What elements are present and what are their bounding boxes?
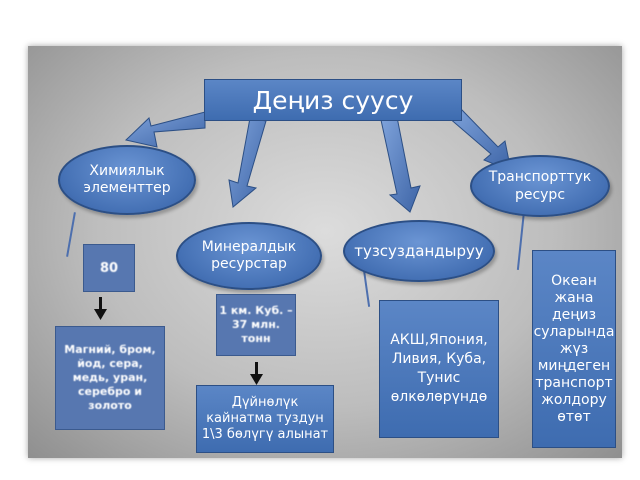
elements-list-box: Магний, бром, йод, сера, медь, уран, сер…: [55, 326, 165, 430]
transport-resource-oval: Транспорттук ресурс: [470, 155, 610, 217]
volume-box: 1 км. Куб. – 37 млн. тонн: [216, 294, 296, 356]
title-box: Деңиз суусу: [204, 79, 462, 121]
countries-box: АКШ,Япония, Ливия, Куба, Тунис өлкөлөрүн…: [379, 300, 499, 438]
count-80-box: 80: [83, 244, 135, 292]
ocean-routes-box: Океан жана деңиз суларында жүз миңдеген …: [532, 250, 616, 448]
title-text: Деңиз суусу: [252, 85, 414, 115]
mineral-resources-oval: Минералдык ресурстар: [176, 222, 322, 290]
chemical-elements-oval: Химиялык элементтер: [58, 145, 196, 215]
desalination-oval: тузсуздандыруу: [343, 220, 495, 282]
salt-share-box: Дүйнөлүк кайнатма туздун 1\3 бөлүгү алын…: [196, 385, 334, 453]
